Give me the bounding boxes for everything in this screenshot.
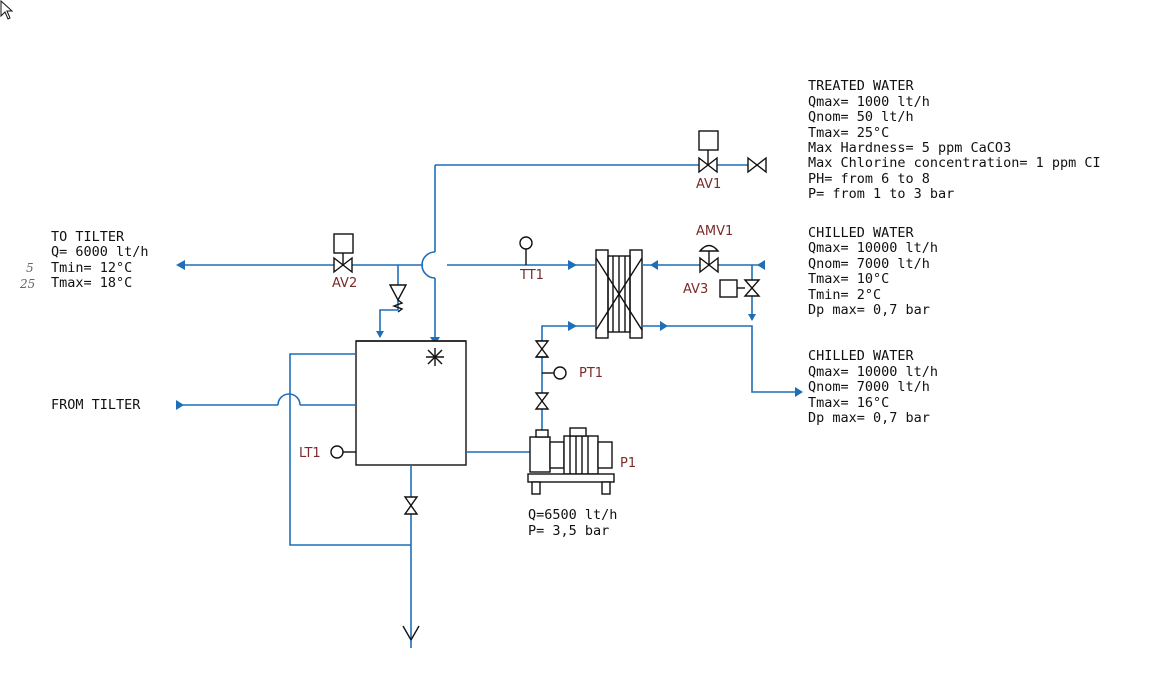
chilled-out-line-2: Qnom= 7000 lt/h [808,379,930,395]
av2-tag: AV2 [332,276,357,291]
chilled-water-in-spec: CHILLED WATER Qmax= 10000 lt/h Qnom= 700… [808,225,938,318]
treated-water-line-0: TREATED WATER [808,78,915,94]
to-tilter-line [176,260,595,270]
av1-valve [698,130,719,174]
spray-nozzle-icon [426,348,444,366]
treated-water-line-2: Qnom= 50 lt/h [808,109,914,125]
chilled-in-line-5: Dp max= 0,7 bar [808,302,930,318]
chilled-in-line-4: Tmin= 2°C [808,287,881,303]
handwritten-note-a: 5 [26,261,34,275]
storage-tank [355,340,467,466]
to-tilter-line-1: Q= 6000 lt/h [51,244,149,260]
amv1-tag: AMV1 [696,224,733,239]
lt1-tag: LT1 [299,446,321,461]
from-tilter-label: FROM TILTER [51,397,141,413]
chilled-out-line-3: Tmax= 16°C [808,395,889,411]
treated-water-line-3: Tmax= 25°C [808,125,889,141]
treated-water-line-1: Qmax= 1000 lt/h [808,94,930,110]
relief-valve-branch [376,265,408,338]
pt1-tag: PT1 [579,366,603,381]
av3-bypass [719,265,761,321]
to-tilter-line-0: TO TILTER [51,229,125,245]
treated-water-line-4: Max Hardness= 5 ppm CaCO3 [808,140,1011,156]
from-tilter-line [176,393,356,410]
chilled-in-line-0: CHILLED WATER [808,225,915,241]
treated-water-line-5: Max Chlorine concentration= 1 ppm CI [808,155,1101,171]
mouse-cursor-icon [0,0,14,20]
chilled-out-line-4: Dp max= 0,7 bar [808,410,930,426]
tt1-instrument [519,236,533,265]
amv1-valve [698,244,720,274]
chilled-out-line-0: CHILLED WATER [808,348,915,364]
handwritten-note-b: 25 [19,277,35,291]
pump-spec: Q=6500 lt/h P= 3,5 bar [528,507,617,539]
chilled-water-out-line [642,321,803,397]
av3-tag: AV3 [683,282,708,297]
pump-p1 [527,427,615,495]
chilled-in-line-2: Qnom= 7000 lt/h [808,256,930,272]
chilled-in-line-1: Qmax= 10000 lt/h [808,240,938,256]
to-tilter-line-2: Tmin= 12°C [51,260,132,276]
av2-valve [333,233,354,274]
chilled-water-out-spec: CHILLED WATER Qmax= 10000 lt/h Qnom= 700… [808,348,938,426]
treated-water-line-7: P= from 1 to 3 bar [808,186,954,202]
pump-discharge-line [534,321,596,430]
lt1-instrument [330,445,356,459]
chilled-in-line-3: Tmax= 10°C [808,271,889,287]
drain-line [289,353,420,648]
treated-water-line-6: PH= from 6 to 8 [808,171,930,187]
av1-tag: AV1 [696,177,721,192]
pump-spec-line-0: Q=6500 lt/h [528,507,617,523]
tt1-tag: TT1 [519,268,544,283]
chilled-out-line-1: Qmax= 10000 lt/h [808,364,938,380]
to-tilter-spec: TO TILTER Q= 6000 lt/h Tmin= 12°C Tmax= … [19,229,149,291]
treated-manual-valve [747,156,767,174]
treated-water-spec: TREATED WATER Qmax= 1000 lt/h Qnom= 50 l… [808,78,1101,202]
pump-spec-line-1: P= 3,5 bar [528,523,609,539]
p1-tag: P1 [620,456,636,471]
heat-exchanger [595,249,643,339]
to-tilter-line-3: Tmax= 18°C [51,275,132,291]
